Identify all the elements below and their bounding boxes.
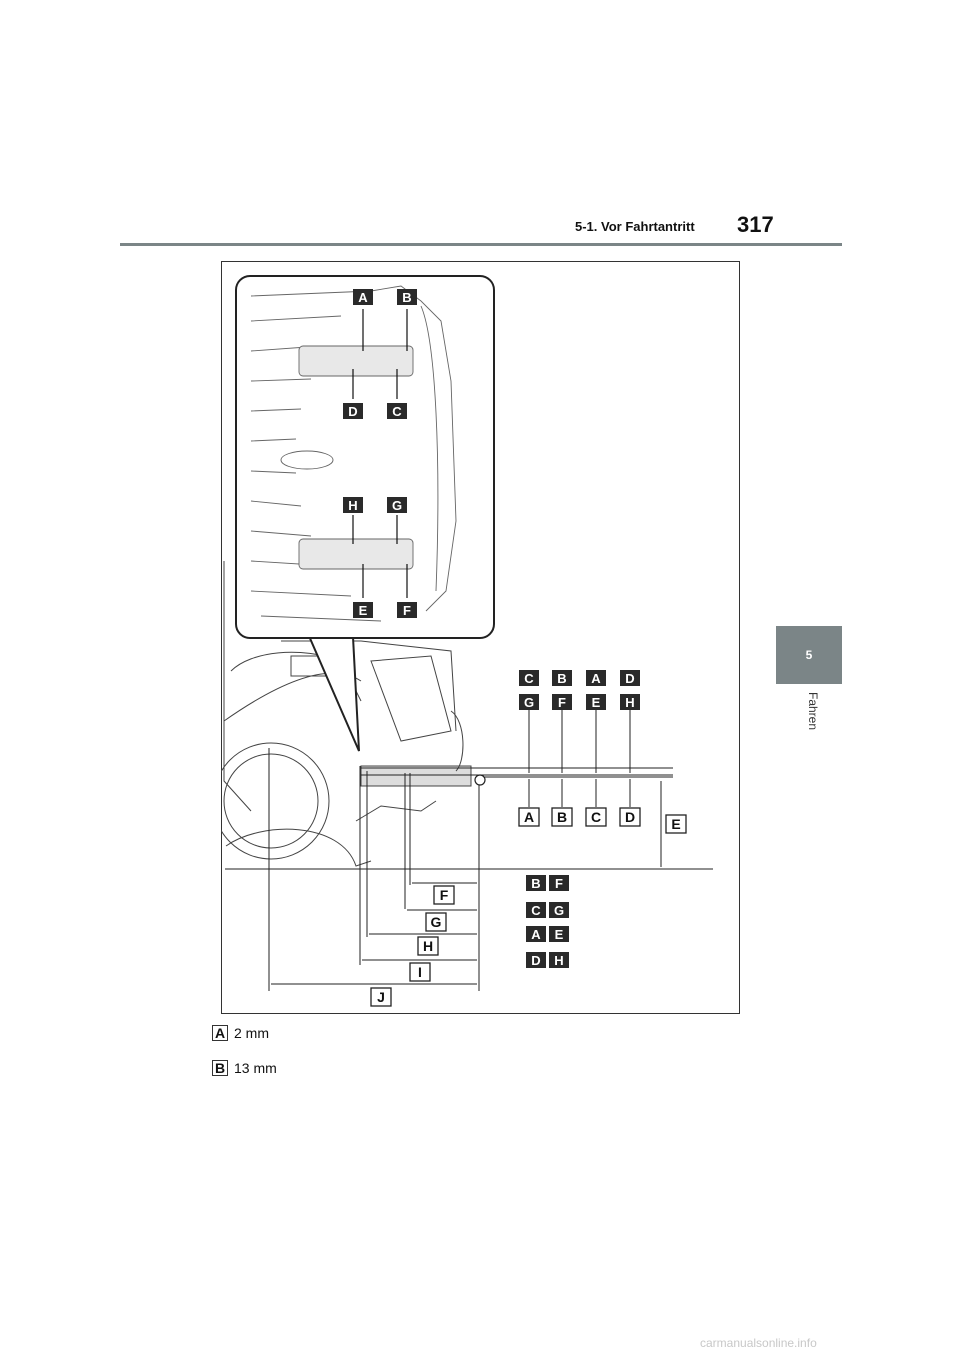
inset-label-top-a: A <box>353 289 373 305</box>
svg-text:I: I <box>418 964 422 980</box>
inset-label-bottom-e: E <box>353 602 373 618</box>
svg-text:H: H <box>625 695 634 710</box>
svg-text:G: G <box>392 498 402 513</box>
dimension-ref-i-1: D <box>526 952 546 968</box>
inset-label-low-h: H <box>343 497 363 513</box>
svg-text:A: A <box>524 809 534 825</box>
svg-text:E: E <box>359 603 368 618</box>
svg-text:A: A <box>531 927 541 942</box>
svg-text:B: B <box>402 290 411 305</box>
svg-text:C: C <box>524 671 534 686</box>
svg-text:E: E <box>592 695 601 710</box>
dimension-ref-h-1: A <box>526 926 546 942</box>
svg-text:G: G <box>554 903 564 918</box>
svg-text:A: A <box>591 671 601 686</box>
dimension-label-h: H <box>417 936 439 956</box>
svg-text:J: J <box>377 989 385 1005</box>
vehicle-outline <box>221 561 472 867</box>
svg-text:B: B <box>531 876 540 891</box>
column-label-top-c: C <box>519 670 539 686</box>
svg-text:G: G <box>431 914 442 930</box>
column-label-bottom-e: E <box>586 694 606 710</box>
svg-text:E: E <box>555 927 564 942</box>
svg-text:F: F <box>555 876 563 891</box>
dimension-ref-h-2: E <box>549 926 569 942</box>
svg-text:F: F <box>403 603 411 618</box>
inset-label-top-b: B <box>397 289 417 305</box>
column-label-bottom-f: F <box>552 694 572 710</box>
header-section-title: 5-1. Vor Fahrtantritt <box>575 219 695 234</box>
svg-text:H: H <box>554 953 563 968</box>
legend-value-b: 13 mm <box>234 1060 277 1076</box>
svg-text:E: E <box>671 816 680 832</box>
legend-item-b: B 13 mm <box>212 1060 277 1076</box>
dimension-ref-f-1: B <box>526 875 546 891</box>
column-label-top-d: D <box>620 670 640 686</box>
dimension-label-i: I <box>409 962 431 982</box>
column-label-top-b: B <box>552 670 572 686</box>
svg-text:F: F <box>440 887 449 903</box>
chapter-tab[interactable]: 5 <box>776 626 842 684</box>
svg-text:F: F <box>558 695 566 710</box>
dimension-label-f: F <box>433 885 455 905</box>
dimension-ref-i-2: H <box>549 952 569 968</box>
column-label-bottom-g: G <box>519 694 539 710</box>
header-rule <box>120 243 842 246</box>
inset-label-bottom-f: F <box>397 602 417 618</box>
svg-text:D: D <box>348 404 357 419</box>
chapter-label: Fahren <box>806 692 820 731</box>
legend-key-a: A <box>212 1025 228 1041</box>
svg-text:A: A <box>358 290 368 305</box>
svg-text:G: G <box>524 695 534 710</box>
height-measure-lines <box>225 708 713 991</box>
svg-text:C: C <box>531 903 541 918</box>
svg-text:H: H <box>348 498 357 513</box>
svg-text:C: C <box>591 809 601 825</box>
height-total-label: E <box>665 814 687 834</box>
height-label-c: C <box>585 807 607 827</box>
chapter-number: 5 <box>805 648 813 662</box>
dimension-ref-f-2: F <box>549 875 569 891</box>
height-label-d: D <box>619 807 641 827</box>
dimension-ref-g-2: G <box>549 902 569 918</box>
svg-text:B: B <box>557 809 567 825</box>
svg-text:D: D <box>625 671 634 686</box>
dimension-label-g: G <box>425 912 447 932</box>
dimension-label-j: J <box>370 987 392 1007</box>
legend-item-a: A 2 mm <box>212 1025 269 1041</box>
page-number: 317 <box>737 212 774 237</box>
column-label-top-a: A <box>586 670 606 686</box>
height-label-a: A <box>518 807 540 827</box>
legend-key-b: B <box>212 1060 228 1076</box>
inset-label-low-g: G <box>387 497 407 513</box>
legend-value-a: 2 mm <box>234 1025 269 1041</box>
inset-label-mid-c: C <box>387 403 407 419</box>
dimension-ref-g-1: C <box>526 902 546 918</box>
height-label-b: B <box>551 807 573 827</box>
inset-magnifier <box>235 275 495 752</box>
svg-text:D: D <box>625 809 635 825</box>
svg-text:D: D <box>531 953 540 968</box>
svg-text:H: H <box>423 938 433 954</box>
column-label-bottom-h: H <box>620 694 640 710</box>
watermark: carmanualsonline.info <box>700 1336 817 1350</box>
svg-text:C: C <box>392 404 402 419</box>
svg-text:B: B <box>557 671 566 686</box>
inset-label-mid-d: D <box>343 403 363 419</box>
